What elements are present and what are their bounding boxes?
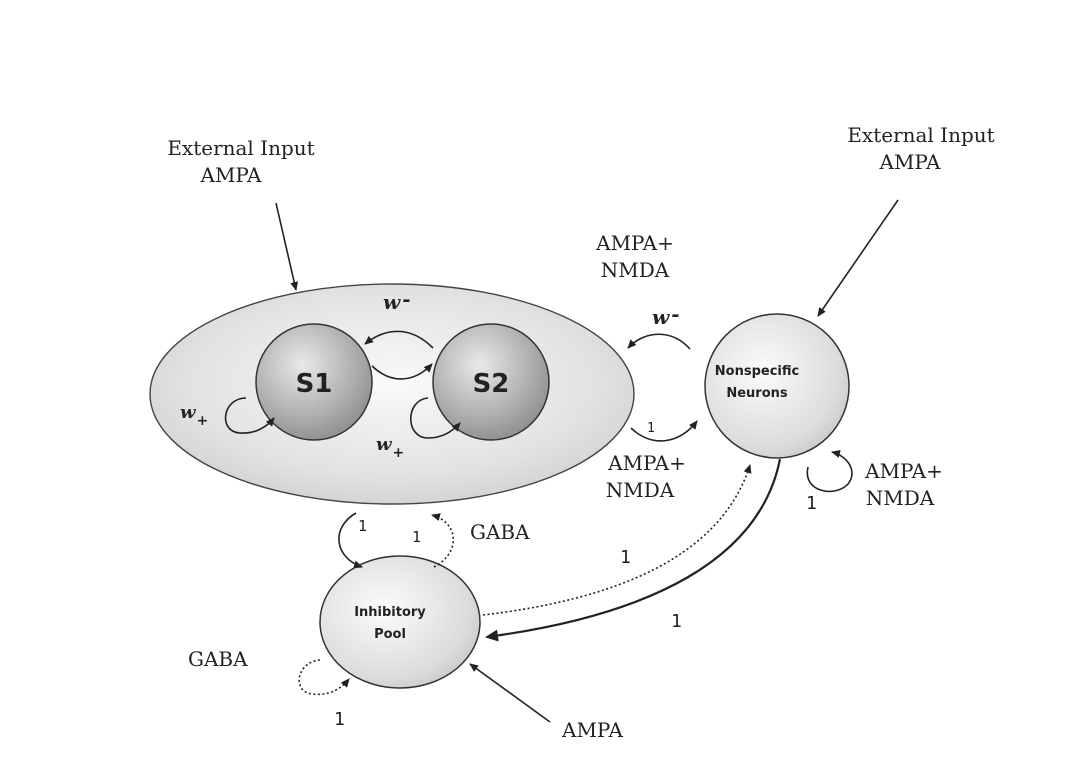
selective-pools-ellipse	[149, 283, 635, 505]
w-minus-ns-label: w-	[652, 302, 680, 329]
w-plus-s2-label: w+	[376, 434, 404, 461]
ampa-bottom-label: AMPA	[561, 718, 624, 742]
s1-to-s2-arrow	[371, 363, 433, 380]
inhibitory-label-line1: Inhibitory	[354, 605, 426, 620]
s1-pool	[255, 323, 373, 441]
external-input-right-line2: AMPA	[879, 150, 942, 174]
ampa-nmda-top-line2: NMDA	[601, 258, 670, 282]
nonspecific-self-loop	[806, 450, 853, 493]
external-input-right-line1: External Input	[847, 123, 994, 147]
external-input-left-line2: AMPA	[200, 163, 263, 187]
nonspecific-neurons-pool	[704, 313, 850, 459]
inhibitory-pool	[319, 555, 481, 689]
s1-label: S1	[296, 369, 333, 399]
inhibitory-label-line2: Pool	[374, 627, 406, 642]
w-minus-s-label: w-	[383, 287, 411, 314]
nonspecific-label-line2: Neurons	[726, 386, 788, 401]
external-input-left-line1: External Input	[167, 136, 314, 160]
gaba-self-label: GABA	[188, 647, 248, 671]
s2-to-s1-arrow	[364, 330, 434, 349]
one-to-inhib: 1	[358, 517, 367, 535]
nonspecific-to-selective-arrow	[627, 333, 691, 350]
one-inhib-self: 1	[334, 709, 345, 730]
one-ns-self: 1	[806, 493, 817, 514]
ampa-nmda-mid-line2: NMDA	[606, 478, 675, 502]
s1-self-loop	[224, 397, 275, 434]
nonspecific-label-line1: Nonspecific	[715, 364, 799, 379]
nonspecific-to-inhibitory-arrow	[485, 458, 782, 642]
s2-label: S2	[473, 369, 510, 399]
one-from-inhib: 1	[412, 528, 421, 546]
ampa-nmda-self-line2: NMDA	[866, 486, 935, 510]
selective-to-nonspecific-arrow	[630, 420, 698, 442]
gaba-upper-label: GABA	[470, 520, 530, 544]
one-ns-to-inhib: 1	[671, 611, 682, 632]
ampa-nmda-self-line1: AMPA+	[864, 459, 943, 483]
external-input-left-arrow	[275, 202, 299, 291]
selective-to-inhibitory-arrow	[338, 512, 363, 569]
one-inhib-to-ns: 1	[620, 547, 631, 568]
inhibitory-to-nonspecific-arrow	[482, 464, 752, 616]
inhibitory-to-selective-arrow	[431, 513, 455, 568]
w-plus-s1-label: w+	[180, 402, 208, 429]
ampa-bottom-arrow	[469, 663, 551, 723]
s2-pool	[432, 323, 550, 441]
ampa-nmda-mid-line1: AMPA+	[607, 451, 686, 475]
external-input-right-arrow	[817, 199, 899, 317]
inhibitory-self-loop	[298, 659, 350, 696]
s2-self-loop	[409, 397, 461, 439]
ampa-nmda-top-line1: AMPA+	[595, 231, 674, 255]
one-ns-in: 1	[647, 421, 655, 436]
